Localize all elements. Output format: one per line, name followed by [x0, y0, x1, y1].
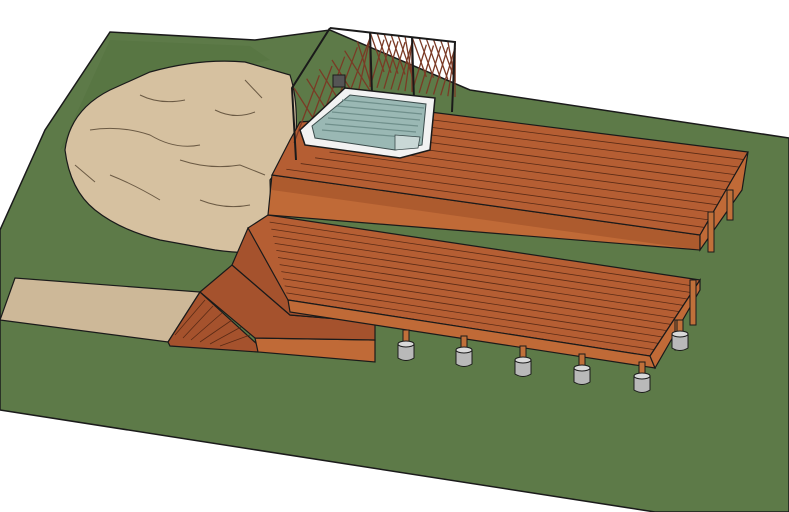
concrete-piers	[397, 319, 689, 393]
upper-deck-boards	[286, 117, 744, 228]
lower-deck-boards	[269, 221, 696, 351]
stair-landing-boards	[174, 299, 251, 347]
concrete-pier	[671, 319, 689, 351]
rock-cracks	[74, 79, 266, 208]
concrete-pier	[573, 353, 591, 385]
concrete-pier	[397, 329, 415, 361]
concrete-pier	[455, 335, 473, 367]
hot-tub-icon	[299, 74, 436, 159]
concrete-pier	[633, 361, 651, 393]
concrete-pier	[514, 345, 532, 377]
upper-deck-front	[272, 175, 700, 250]
